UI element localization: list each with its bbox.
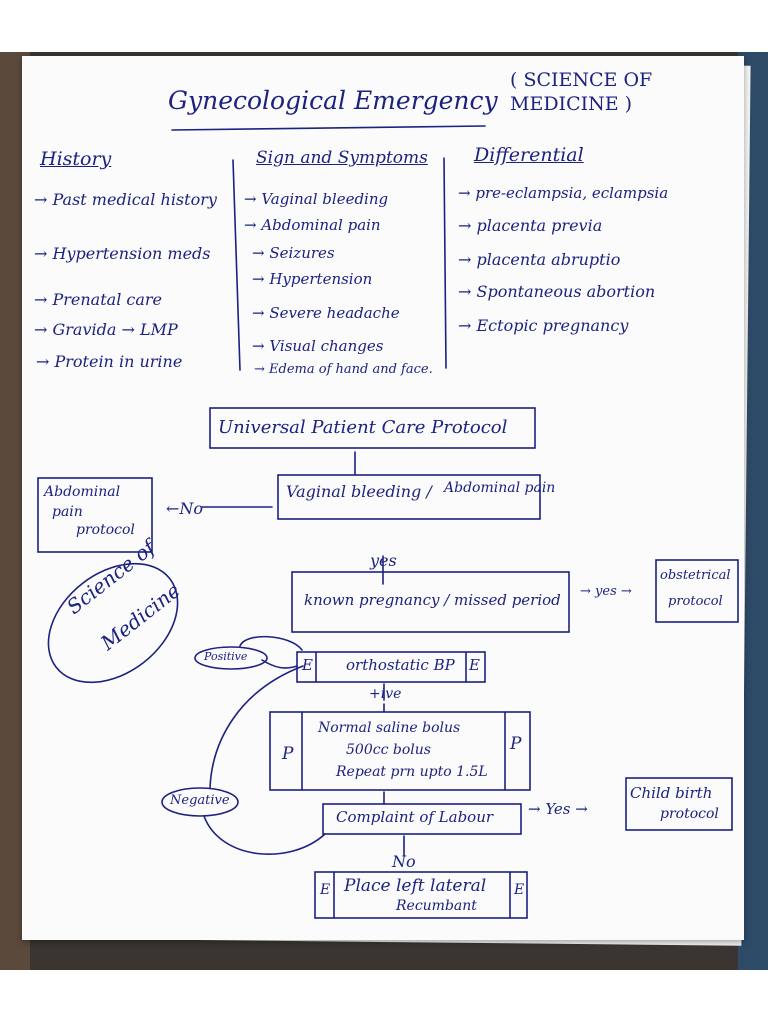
left-lateral-box: Place left lateral: [344, 876, 487, 896]
yes-label: yes: [370, 551, 397, 570]
yes-label: → yes →: [580, 584, 632, 599]
left-lateral-box: Recumbant: [396, 898, 477, 914]
e-marker: E: [320, 882, 331, 898]
symptom-item: → Hypertension: [252, 270, 373, 288]
differential-item: → Spontaneous abortion: [458, 282, 656, 301]
abdominal-protocol-text: pain: [52, 504, 83, 520]
saline-box-text: Repeat prn upto 1.5L: [336, 764, 488, 780]
positive-label: Positive: [204, 650, 248, 663]
symptom-item: → Severe headache: [252, 304, 400, 322]
negative-label: Negative: [170, 793, 230, 808]
bleeding-box-text: Abdominal pain: [444, 480, 556, 496]
symptom-item: → Vaginal bleeding: [244, 190, 389, 208]
notes-sheet: [22, 56, 744, 940]
e-marker: E: [302, 656, 313, 674]
e-marker: E: [469, 656, 480, 674]
history-item: → Protein in urine: [36, 352, 183, 371]
symptom-item: → Visual changes: [252, 337, 384, 355]
symptom-item: → Seizures: [252, 244, 335, 262]
obstetrical-protocol-text: obstetrical: [660, 568, 731, 583]
differential-item: → placenta abruptio: [458, 250, 621, 269]
history-heading: History: [40, 148, 112, 170]
labour-box: Complaint of Labour: [336, 808, 494, 826]
history-item: → Past medical history: [34, 190, 217, 209]
no-label: No: [392, 852, 416, 871]
yes-label: → Yes →: [528, 800, 588, 818]
page-title: Gynecological Emergency: [168, 86, 498, 115]
saline-box-text: 500cc bolus: [346, 742, 431, 758]
history-item: → Hypertension meds: [34, 244, 211, 263]
plus-ive-label: +ive: [369, 686, 402, 702]
differential-item: → pre-eclampsia, eclampsia: [458, 184, 669, 202]
bleeding-box-text: Vaginal bleeding /: [286, 482, 432, 501]
symptom-item: → Edema of hand and face.: [254, 362, 433, 377]
source-note: ( SCIENCE OF MEDICINE ): [510, 69, 653, 115]
symptom-item: → Abdominal pain: [244, 216, 381, 234]
differential-item: → placenta previa: [458, 216, 603, 235]
abdominal-protocol-text: Abdominal: [44, 484, 121, 500]
history-item: → Prenatal care: [34, 290, 163, 309]
p-marker: P: [282, 744, 294, 764]
no-label: ←No: [166, 499, 204, 518]
childbirth-protocol-text: protocol: [660, 806, 719, 822]
saline-box-text: Normal saline bolus: [318, 720, 461, 736]
p-marker: P: [510, 734, 522, 754]
universal-protocol-box: Universal Patient Care Protocol: [218, 417, 508, 438]
differential-item: → Ectopic pregnancy: [458, 316, 629, 335]
signs-heading: Sign and Symptoms: [256, 148, 428, 168]
e-marker: E: [514, 882, 525, 898]
differential-heading: Differential: [474, 144, 584, 166]
childbirth-protocol-text: Child birth: [630, 784, 713, 802]
history-item: → Gravida → LMP: [34, 320, 178, 339]
orthostatic-bp-box: orthostatic BP: [346, 656, 455, 674]
abdominal-protocol-text: protocol: [76, 522, 135, 538]
obstetrical-protocol-text: protocol: [668, 594, 723, 609]
known-pregnancy-box: known pregnancy / missed period: [304, 591, 561, 609]
